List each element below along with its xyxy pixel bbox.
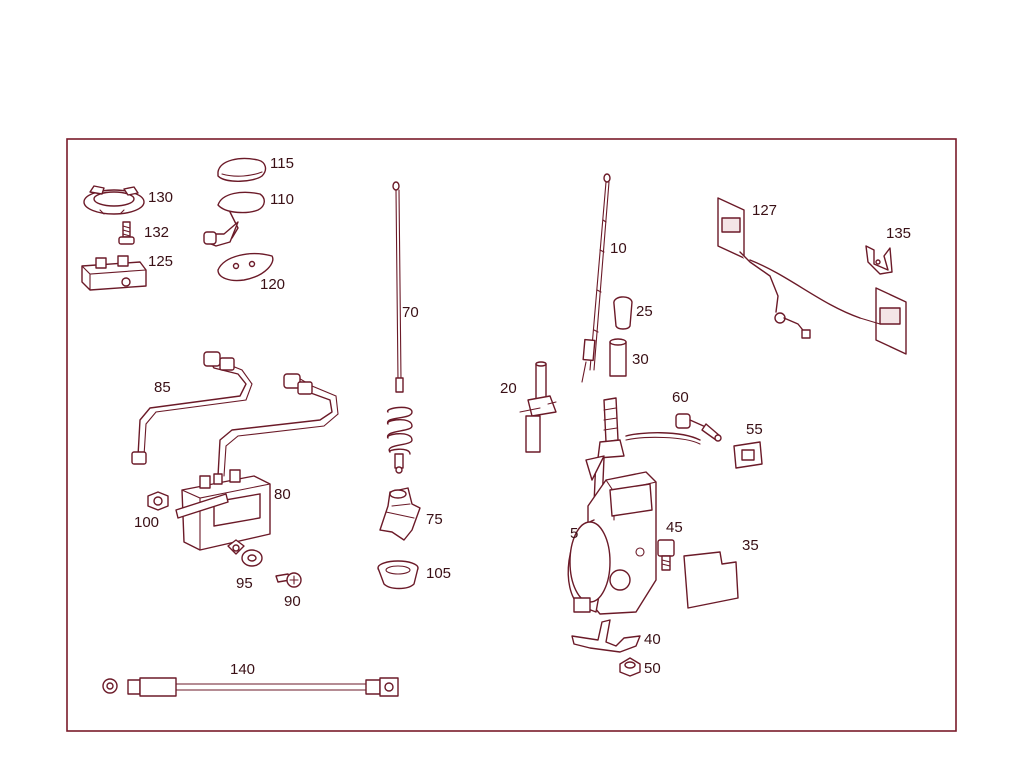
part-115-antenna-cap[interactable] xyxy=(217,157,267,182)
part-50-nut[interactable] xyxy=(619,657,641,677)
part-35-foam-pad[interactable] xyxy=(683,551,739,609)
part-75-antenna-mount[interactable] xyxy=(379,487,421,541)
part-80-amplifier-box[interactable] xyxy=(175,469,271,555)
part-30-sleeve[interactable] xyxy=(609,338,627,377)
callout-85: 85 xyxy=(154,379,171,396)
callout-50: 50 xyxy=(644,660,661,677)
part-25-cap[interactable] xyxy=(613,296,633,330)
part-70-antenna-rod[interactable] xyxy=(387,181,413,474)
callout-35: 35 xyxy=(742,537,759,554)
part-105-grommet[interactable] xyxy=(377,560,419,590)
part-120-seal-plate[interactable] xyxy=(217,253,274,282)
callout-132: 132 xyxy=(144,224,169,241)
part-5-motor-antenna[interactable] xyxy=(567,397,701,615)
callout-55: 55 xyxy=(746,421,763,438)
part-10-mast[interactable] xyxy=(581,173,611,383)
callout-100: 100 xyxy=(134,514,159,531)
part-132-screw[interactable] xyxy=(118,221,135,245)
part-60-cable-connector[interactable] xyxy=(675,413,722,442)
callout-110: 110 xyxy=(270,191,294,208)
part-140-extension-cable[interactable] xyxy=(102,677,399,697)
part-40-bracket[interactable] xyxy=(571,619,641,653)
callout-120: 120 xyxy=(260,276,285,293)
callout-130: 130 xyxy=(148,189,173,206)
part-135-clip[interactable] xyxy=(865,245,893,275)
part-100-nut[interactable] xyxy=(147,491,169,511)
part-125-bracket-block[interactable] xyxy=(81,255,147,291)
part-20-gear-drive[interactable] xyxy=(519,361,557,453)
part-127-cable-harness[interactable] xyxy=(717,197,907,355)
part-90-screw[interactable] xyxy=(275,572,302,588)
callout-20: 20 xyxy=(500,380,517,397)
part-45-bolt[interactable] xyxy=(657,539,675,571)
callout-70: 70 xyxy=(402,304,419,321)
callout-90: 90 xyxy=(284,593,301,610)
callout-127: 127 xyxy=(752,202,777,219)
part-95-washer[interactable] xyxy=(241,549,263,567)
callout-95: 95 xyxy=(236,575,253,592)
callout-30: 30 xyxy=(632,351,649,368)
part-55-clip[interactable] xyxy=(733,441,763,469)
callout-40: 40 xyxy=(644,631,661,648)
diagram-frame xyxy=(66,138,957,732)
part-85-cable-set[interactable] xyxy=(131,351,339,477)
part-110-antenna-base[interactable] xyxy=(203,191,265,247)
callout-5: 5 xyxy=(570,525,578,542)
callout-135: 135 xyxy=(886,225,911,242)
callout-140: 140 xyxy=(230,661,255,678)
part-130-ring-clip[interactable] xyxy=(83,185,145,215)
callout-115: 115 xyxy=(270,155,294,172)
callout-45: 45 xyxy=(666,519,683,536)
callout-25: 25 xyxy=(636,303,653,320)
callout-60: 60 xyxy=(672,389,689,406)
callout-125: 125 xyxy=(148,253,173,270)
callout-105: 105 xyxy=(426,565,451,582)
callout-10: 10 xyxy=(610,240,627,257)
callout-75: 75 xyxy=(426,511,443,528)
callout-80: 80 xyxy=(274,486,291,503)
